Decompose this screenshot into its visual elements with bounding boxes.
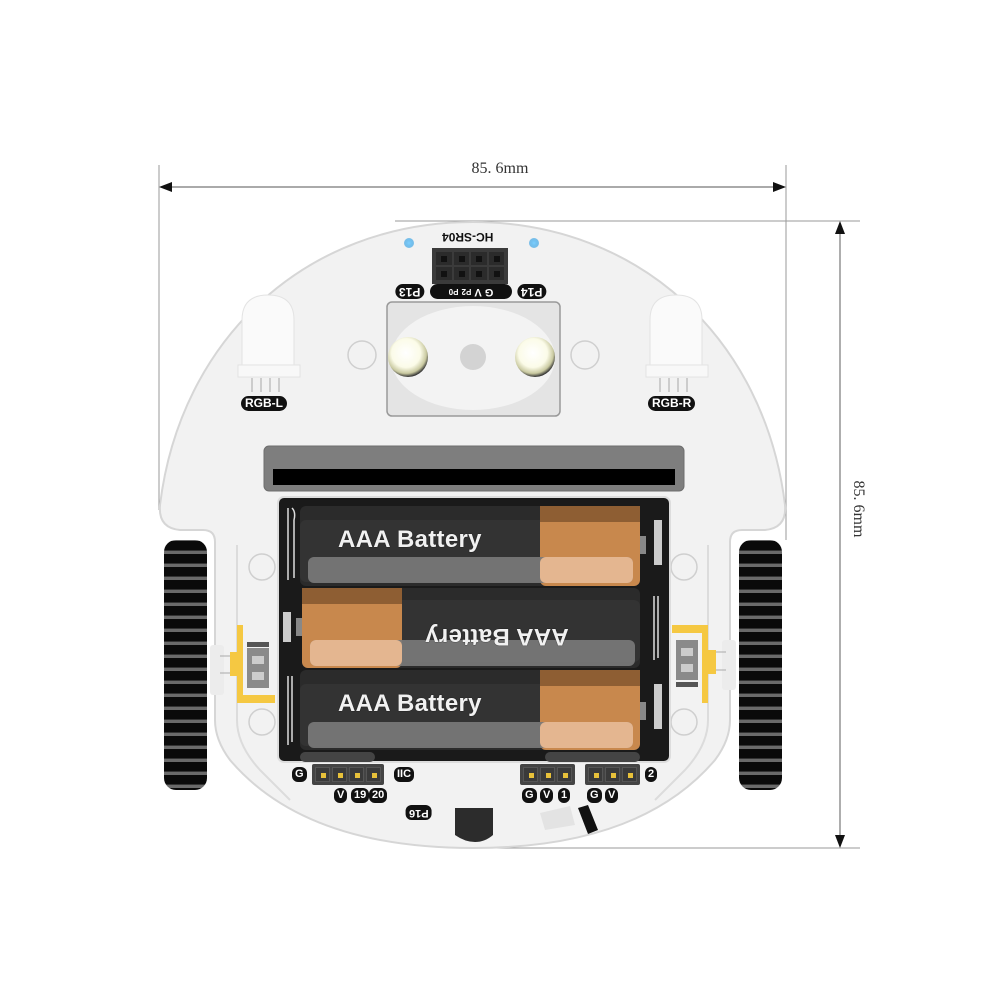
sr-pins-label: G V P2 P0 xyxy=(430,284,512,299)
blue-led-left xyxy=(404,238,414,248)
iic-v-label: V xyxy=(334,788,348,803)
p14-label: P14 xyxy=(517,284,547,299)
width-dimension xyxy=(158,165,787,540)
iic-19-label: 19 xyxy=(351,788,370,803)
blue-led-right xyxy=(529,238,539,248)
mount-hole xyxy=(248,708,276,736)
battery-1-label: AAA Battery xyxy=(338,526,482,553)
power-switch xyxy=(455,808,493,842)
port1-1-label: 1 xyxy=(558,788,571,803)
iic-header-pins xyxy=(312,764,384,785)
sr-pin-p0: P0 xyxy=(448,287,459,296)
port2-label: 2 xyxy=(645,767,658,782)
rgb-led-left xyxy=(237,294,301,392)
port2-v-label: V xyxy=(605,788,619,803)
p16-label: P16 xyxy=(406,805,432,820)
cable xyxy=(578,805,598,834)
iic-20-label: 20 xyxy=(369,788,388,803)
battery-2-label: AAA Battery xyxy=(425,623,569,650)
port1-v-label: V xyxy=(540,788,554,803)
connector-shadow xyxy=(540,806,575,830)
height-dimension xyxy=(395,220,860,849)
iic-g-label: G xyxy=(292,767,307,782)
mount-hole xyxy=(248,553,276,581)
wheel-left xyxy=(164,540,207,790)
rgb-left-label: RGB-L xyxy=(241,396,287,411)
mount-hole xyxy=(347,340,377,370)
height-dimension-label: 85. 6mm xyxy=(850,480,867,538)
edge-connector-slot xyxy=(263,445,685,492)
rgb-led-right xyxy=(645,294,709,392)
motor-right xyxy=(672,625,736,703)
sr-pin-p2: P2 xyxy=(461,287,472,296)
battery-1 xyxy=(300,506,646,586)
motor-left xyxy=(210,625,275,703)
port1-g-label: G xyxy=(522,788,537,803)
mount-hole xyxy=(570,340,600,370)
iic-label: IIC xyxy=(394,767,415,782)
battery-3 xyxy=(300,670,646,750)
port1-header-pins xyxy=(520,764,575,785)
port2-g-label: G xyxy=(587,788,602,803)
width-dimension-label: 85. 6mm xyxy=(471,160,529,177)
sr-pin-v: V xyxy=(474,286,482,298)
ultrasonic-sensor xyxy=(386,301,561,417)
sr-pin-g: G xyxy=(484,286,494,298)
battery-3-label: AAA Battery xyxy=(338,690,482,717)
rgb-right-label: RGB-R xyxy=(648,396,696,411)
port2-header-pins xyxy=(585,764,640,785)
battery-2 xyxy=(296,588,640,668)
ultrasonic-header-pins xyxy=(432,248,508,284)
battery-holder xyxy=(277,496,671,763)
wheel-right xyxy=(739,540,782,790)
p13-label: P13 xyxy=(395,284,425,299)
hc-sr04-label: HC-SR04 xyxy=(442,230,494,244)
